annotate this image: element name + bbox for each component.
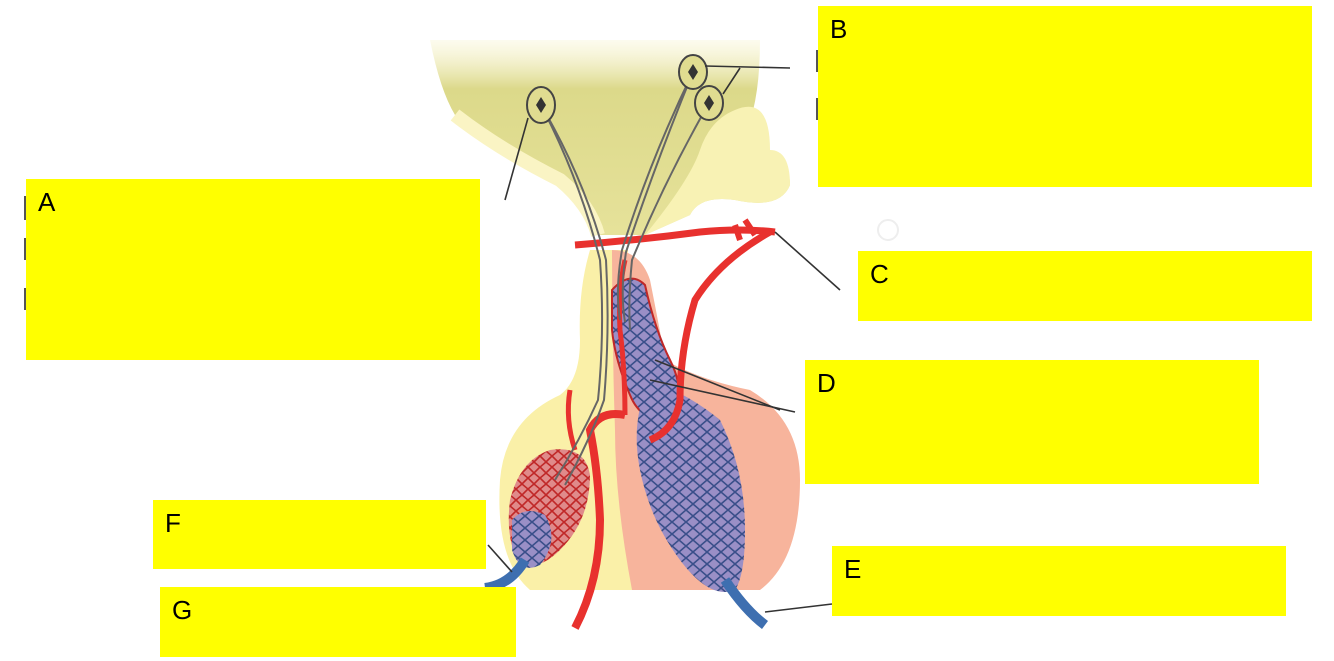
vein-right <box>720 577 769 629</box>
hypothalamus-edge <box>450 109 605 238</box>
inferior-hypophyseal-artery <box>571 410 626 630</box>
label-box-g[interactable]: G <box>160 587 516 657</box>
label-letter-a: A <box>38 187 56 217</box>
faint-circle <box>877 219 899 241</box>
label-box-c[interactable]: C <box>858 251 1312 321</box>
leader-lines <box>487 65 841 613</box>
label-letter-g: G <box>172 595 193 625</box>
label-letter-b: B <box>830 14 848 44</box>
label-letter-c: C <box>870 259 889 289</box>
long-portal-artery <box>648 228 772 444</box>
label-box-f[interactable]: F <box>153 500 486 569</box>
posterior-capillary-blue <box>512 511 552 568</box>
text-fragment-mark <box>24 288 27 310</box>
text-fragment-mark <box>816 98 819 120</box>
label-box-e[interactable]: E <box>832 546 1286 616</box>
hypothalamus-lower-right <box>645 106 790 236</box>
artery-branch-top <box>732 218 758 241</box>
text-fragment-mark <box>816 50 819 72</box>
text-fragment-mark <box>24 196 27 220</box>
artery-branch-left <box>565 389 578 451</box>
label-letter-e: E <box>844 554 862 584</box>
artery-stalk <box>617 259 628 416</box>
label-box-a[interactable]: A <box>26 179 480 360</box>
label-box-b[interactable]: B <box>818 6 1312 187</box>
neuron-cell-bodies <box>526 54 724 124</box>
neuron-axons <box>540 71 710 486</box>
label-box-d[interactable]: D <box>805 360 1259 484</box>
label-letter-f: F <box>165 508 181 538</box>
label-letter-d: D <box>817 368 836 398</box>
text-fragment-mark <box>24 238 27 260</box>
